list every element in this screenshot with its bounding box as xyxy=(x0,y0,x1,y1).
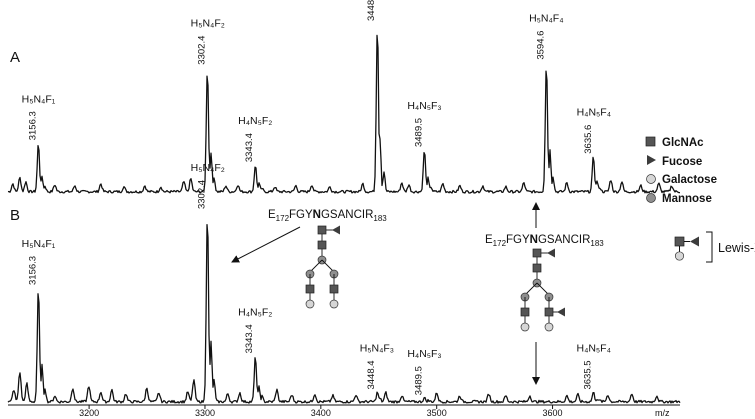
glycan-structure-biantennary-core-fucose xyxy=(305,225,340,309)
peptide-annotation-2: E172FGYNGSANCIR183 xyxy=(485,202,604,385)
galactose-circle-icon xyxy=(646,174,656,184)
svg-text:Mannose: Mannose xyxy=(662,193,712,205)
peptide-sequence-1: E172FGYNGSANCIR183 xyxy=(268,209,387,223)
peak-composition-a: H₅N₄F₂ xyxy=(191,18,225,30)
lewis-x-fucose-icon xyxy=(690,236,699,247)
fucose-triangle-icon xyxy=(647,155,656,165)
panel-label-b: B xyxy=(10,207,20,224)
panel-label-a: A xyxy=(10,49,20,66)
peak-mz-label-b: 3156.3 xyxy=(27,256,38,285)
peak-labels-a: 3156.3 H₅N₄F₁ 3302.4 H₅N₄F₂ 3343.4 H₄N₅F₂ 3448… xyxy=(22,0,611,162)
peak-composition-a: H₄N₅F₂ xyxy=(238,115,272,127)
svg-text:Fucose: Fucose xyxy=(662,156,702,168)
peak-mz-label-b: 3302.4 xyxy=(197,180,208,209)
lewis-x-glcnac-icon xyxy=(674,236,685,247)
peak-composition-b: H₅N₄F₂ xyxy=(191,162,225,174)
x-tick-label: 3600 xyxy=(543,408,563,418)
spectrum-trace-b xyxy=(7,224,681,404)
monosaccharide-legend: GlcNAc Fucose Galactose Mannose xyxy=(645,136,717,205)
mannose-circle-icon xyxy=(646,193,656,203)
legend-item-galactose: Galactose xyxy=(646,174,717,186)
peptide-annotation-1: E172FGYNGSANCIR183 xyxy=(231,209,387,309)
x-tick-label: 3300 xyxy=(195,408,215,418)
x-axis-ticks: 3200 3300 3400 3500 3600 xyxy=(79,405,563,418)
peak-mz-label-a: 3343.4 xyxy=(244,133,255,162)
x-tick-label: 3500 xyxy=(427,408,447,418)
peak-mz-label-b: 3343.4 xyxy=(244,324,255,353)
peak-mz-label-a: 3448.5 xyxy=(366,0,377,21)
glcnac-square-icon xyxy=(645,136,656,147)
spectrum-trace-a xyxy=(7,34,680,194)
legend-item-glcnac: GlcNAc xyxy=(645,136,704,149)
galactose-circle-icon xyxy=(544,322,554,332)
lewis-x-label: Lewis-X xyxy=(718,241,755,255)
lewis-x-galactose-icon xyxy=(674,251,685,261)
svg-text:GlcNAc: GlcNAc xyxy=(662,137,704,149)
x-axis-unit: m/z xyxy=(655,408,670,418)
peak-composition-b: H₄N₅F₃ xyxy=(407,348,441,360)
peak-composition-a: H₅N₄F₁ xyxy=(22,93,56,105)
x-axis: 3200 3300 3400 3500 3600 m/z xyxy=(8,404,680,418)
x-tick-label: 3400 xyxy=(311,408,331,418)
legend-item-fucose: Fucose xyxy=(647,155,702,168)
lewis-x-motif: Lewis-X xyxy=(674,231,755,263)
arrow-to-3302-peak xyxy=(231,226,301,263)
glcnac-square-icon xyxy=(329,284,339,294)
glycan-structure-lewis-x-fucosylated xyxy=(520,248,565,332)
glcnac-square-icon xyxy=(317,240,327,250)
peak-composition-b: H₄N₅F₂ xyxy=(238,306,272,318)
fucose-triangle-icon xyxy=(332,225,340,235)
peak-mz-label-a: 3302.4 xyxy=(197,36,208,65)
spectrum-panel-a: A 3156.3H₅N₄F₁3302.4H₅N₄F₂3343.4H₄N₅F₂34… xyxy=(7,0,680,194)
galactose-circle-icon xyxy=(329,299,339,309)
fucose-triangle-icon xyxy=(547,248,555,258)
glcnac-square-icon xyxy=(520,307,530,317)
lewis-x-bracket xyxy=(706,231,713,263)
peak-mz-label-b: 3489.5 xyxy=(414,366,425,395)
glcnac-square-icon xyxy=(544,307,554,317)
peptide-sequence-2: E172FGYNGSANCIR183 xyxy=(485,234,604,248)
peak-composition-a: H₅N₄F₄ xyxy=(529,13,563,25)
glcnac-square-icon xyxy=(305,284,315,294)
peak-composition-a: H₄N₅F₃ xyxy=(407,100,441,112)
legend-item-mannose: Mannose xyxy=(646,193,712,205)
peak-composition-b: H₅N₄F₃ xyxy=(360,343,394,355)
peak-labels-b: 3156.3 H₅N₄F₁ 3302.4 H₅N₄F₂ 3343.4 H₄N₅F₂ 3448… xyxy=(22,162,611,395)
peak-composition-b: H₅N₄F₁ xyxy=(22,238,56,250)
galactose-circle-icon xyxy=(305,299,315,309)
glcnac-square-icon xyxy=(532,263,542,273)
peak-mz-label-b: 3635.5 xyxy=(583,360,594,389)
peak-mz-label-a: 3156.3 xyxy=(27,111,38,140)
galactose-circle-icon xyxy=(520,322,530,332)
spectrum-panel-b: B 3156.3 H₅N₄F₁ 3302.4 H₅N₄F₂ 3343.4 H₄N₅F₂ 34… xyxy=(7,162,681,404)
peak-mz-label-a: 3594.6 xyxy=(535,31,546,60)
peak-composition-b: H₄N₅F₄ xyxy=(576,343,610,355)
peak-composition-a: H₄N₅F₄ xyxy=(577,107,611,119)
glcnac-square-icon xyxy=(317,225,327,235)
x-tick-label: 3200 xyxy=(79,408,99,418)
peak-mz-label-a: 3489.5 xyxy=(414,118,425,147)
fucose-triangle-icon xyxy=(557,307,565,317)
peak-mz-label-b: 3448.4 xyxy=(366,360,377,389)
svg-text:Galactose: Galactose xyxy=(662,174,717,186)
glcnac-square-icon xyxy=(532,248,542,258)
peak-mz-label-a: 3635.6 xyxy=(583,125,594,154)
